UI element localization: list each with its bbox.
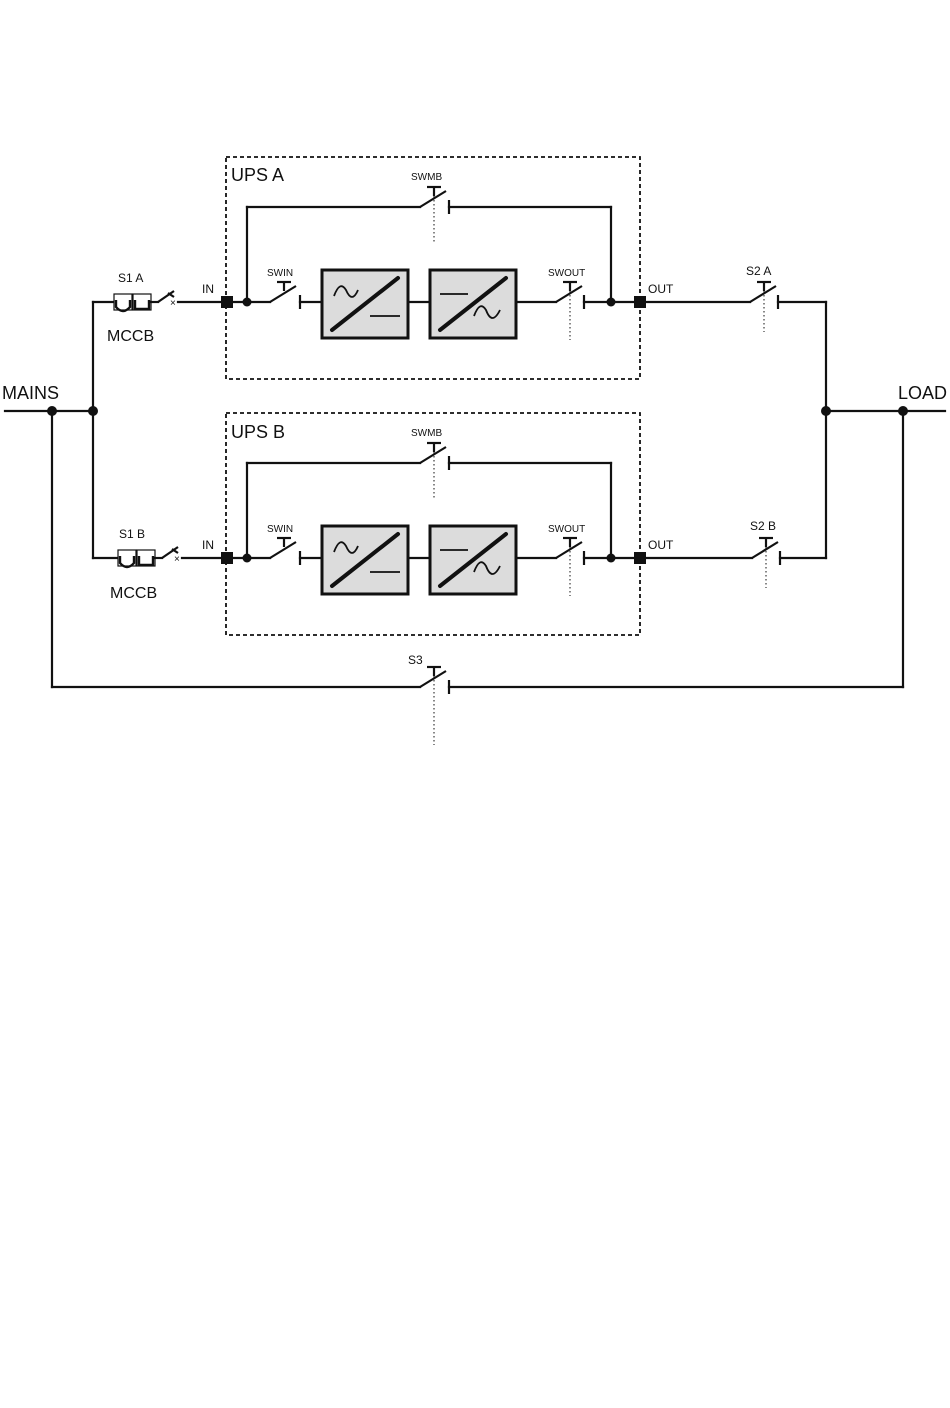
ups-b-inverter <box>430 526 516 594</box>
ups-b-swmb-label: SWMB <box>411 428 442 439</box>
ups-b-breaker-label: S1 B <box>119 527 145 541</box>
ups-a-swout-label: SWOUT <box>548 268 585 279</box>
ups-a-breaker-type-label: MCCB <box>107 328 154 345</box>
ups-b-swin-label: SWIN <box>267 524 293 535</box>
svg-text:×: × <box>174 554 180 565</box>
ups-b-output-switch <box>752 538 780 588</box>
ups-b-swout-label: SWOUT <box>548 524 585 535</box>
ups-a-swmb-switch <box>420 187 449 242</box>
ups-b-title: UPS B <box>231 422 285 442</box>
ups-a-swin-label: SWIN <box>267 268 293 279</box>
load-bus-junction <box>821 406 831 416</box>
ups-b-swmb-switch <box>420 443 449 498</box>
ups-a-breaker-label: S1 A <box>118 271 143 285</box>
ups-b-swin-switch <box>270 538 300 565</box>
ups-b-out-terminal <box>634 552 646 564</box>
ups-b-out-label: OUT <box>648 538 674 552</box>
ups-a-swout-switch <box>556 282 584 340</box>
load-junction <box>898 406 908 416</box>
s3-bypass-switch <box>420 667 449 745</box>
ups-b-swout-switch <box>556 538 584 596</box>
ups-b-rectifier <box>322 526 408 594</box>
s3-label: S3 <box>408 653 423 667</box>
mains-label: MAINS <box>2 383 59 403</box>
ups-a-section: × S1 A MCCB UPS A IN SWMB <box>93 157 826 379</box>
ups-a-swin-switch <box>270 282 300 309</box>
ups-b-section: × S1 B MCCB UPS B IN SWMB SWIN <box>93 413 826 635</box>
ups-a-output-switch-label: S2 A <box>746 264 771 278</box>
ups-a-title: UPS A <box>231 165 284 185</box>
ups-a-out-terminal <box>634 296 646 308</box>
ups-b-in-terminal <box>221 552 233 564</box>
ups-a-output-switch <box>750 282 778 332</box>
ups-a-swmb-label: SWMB <box>411 172 442 183</box>
main-wiring <box>5 302 945 687</box>
load-label: LOAD <box>898 383 947 403</box>
ups-b-breaker-type-label: MCCB <box>110 585 157 602</box>
ups-a-in-terminal <box>221 296 233 308</box>
mains-bus-junction <box>88 406 98 416</box>
ups-a-in-label: IN <box>202 282 214 296</box>
ups-a-inverter <box>430 270 516 338</box>
ups-b-in-label: IN <box>202 538 214 552</box>
svg-text:×: × <box>170 298 176 309</box>
ups-a-rectifier <box>322 270 408 338</box>
ups-b-output-switch-label: S2 B <box>750 519 776 533</box>
mains-junction <box>47 406 57 416</box>
ups-a-out-label: OUT <box>648 282 674 296</box>
